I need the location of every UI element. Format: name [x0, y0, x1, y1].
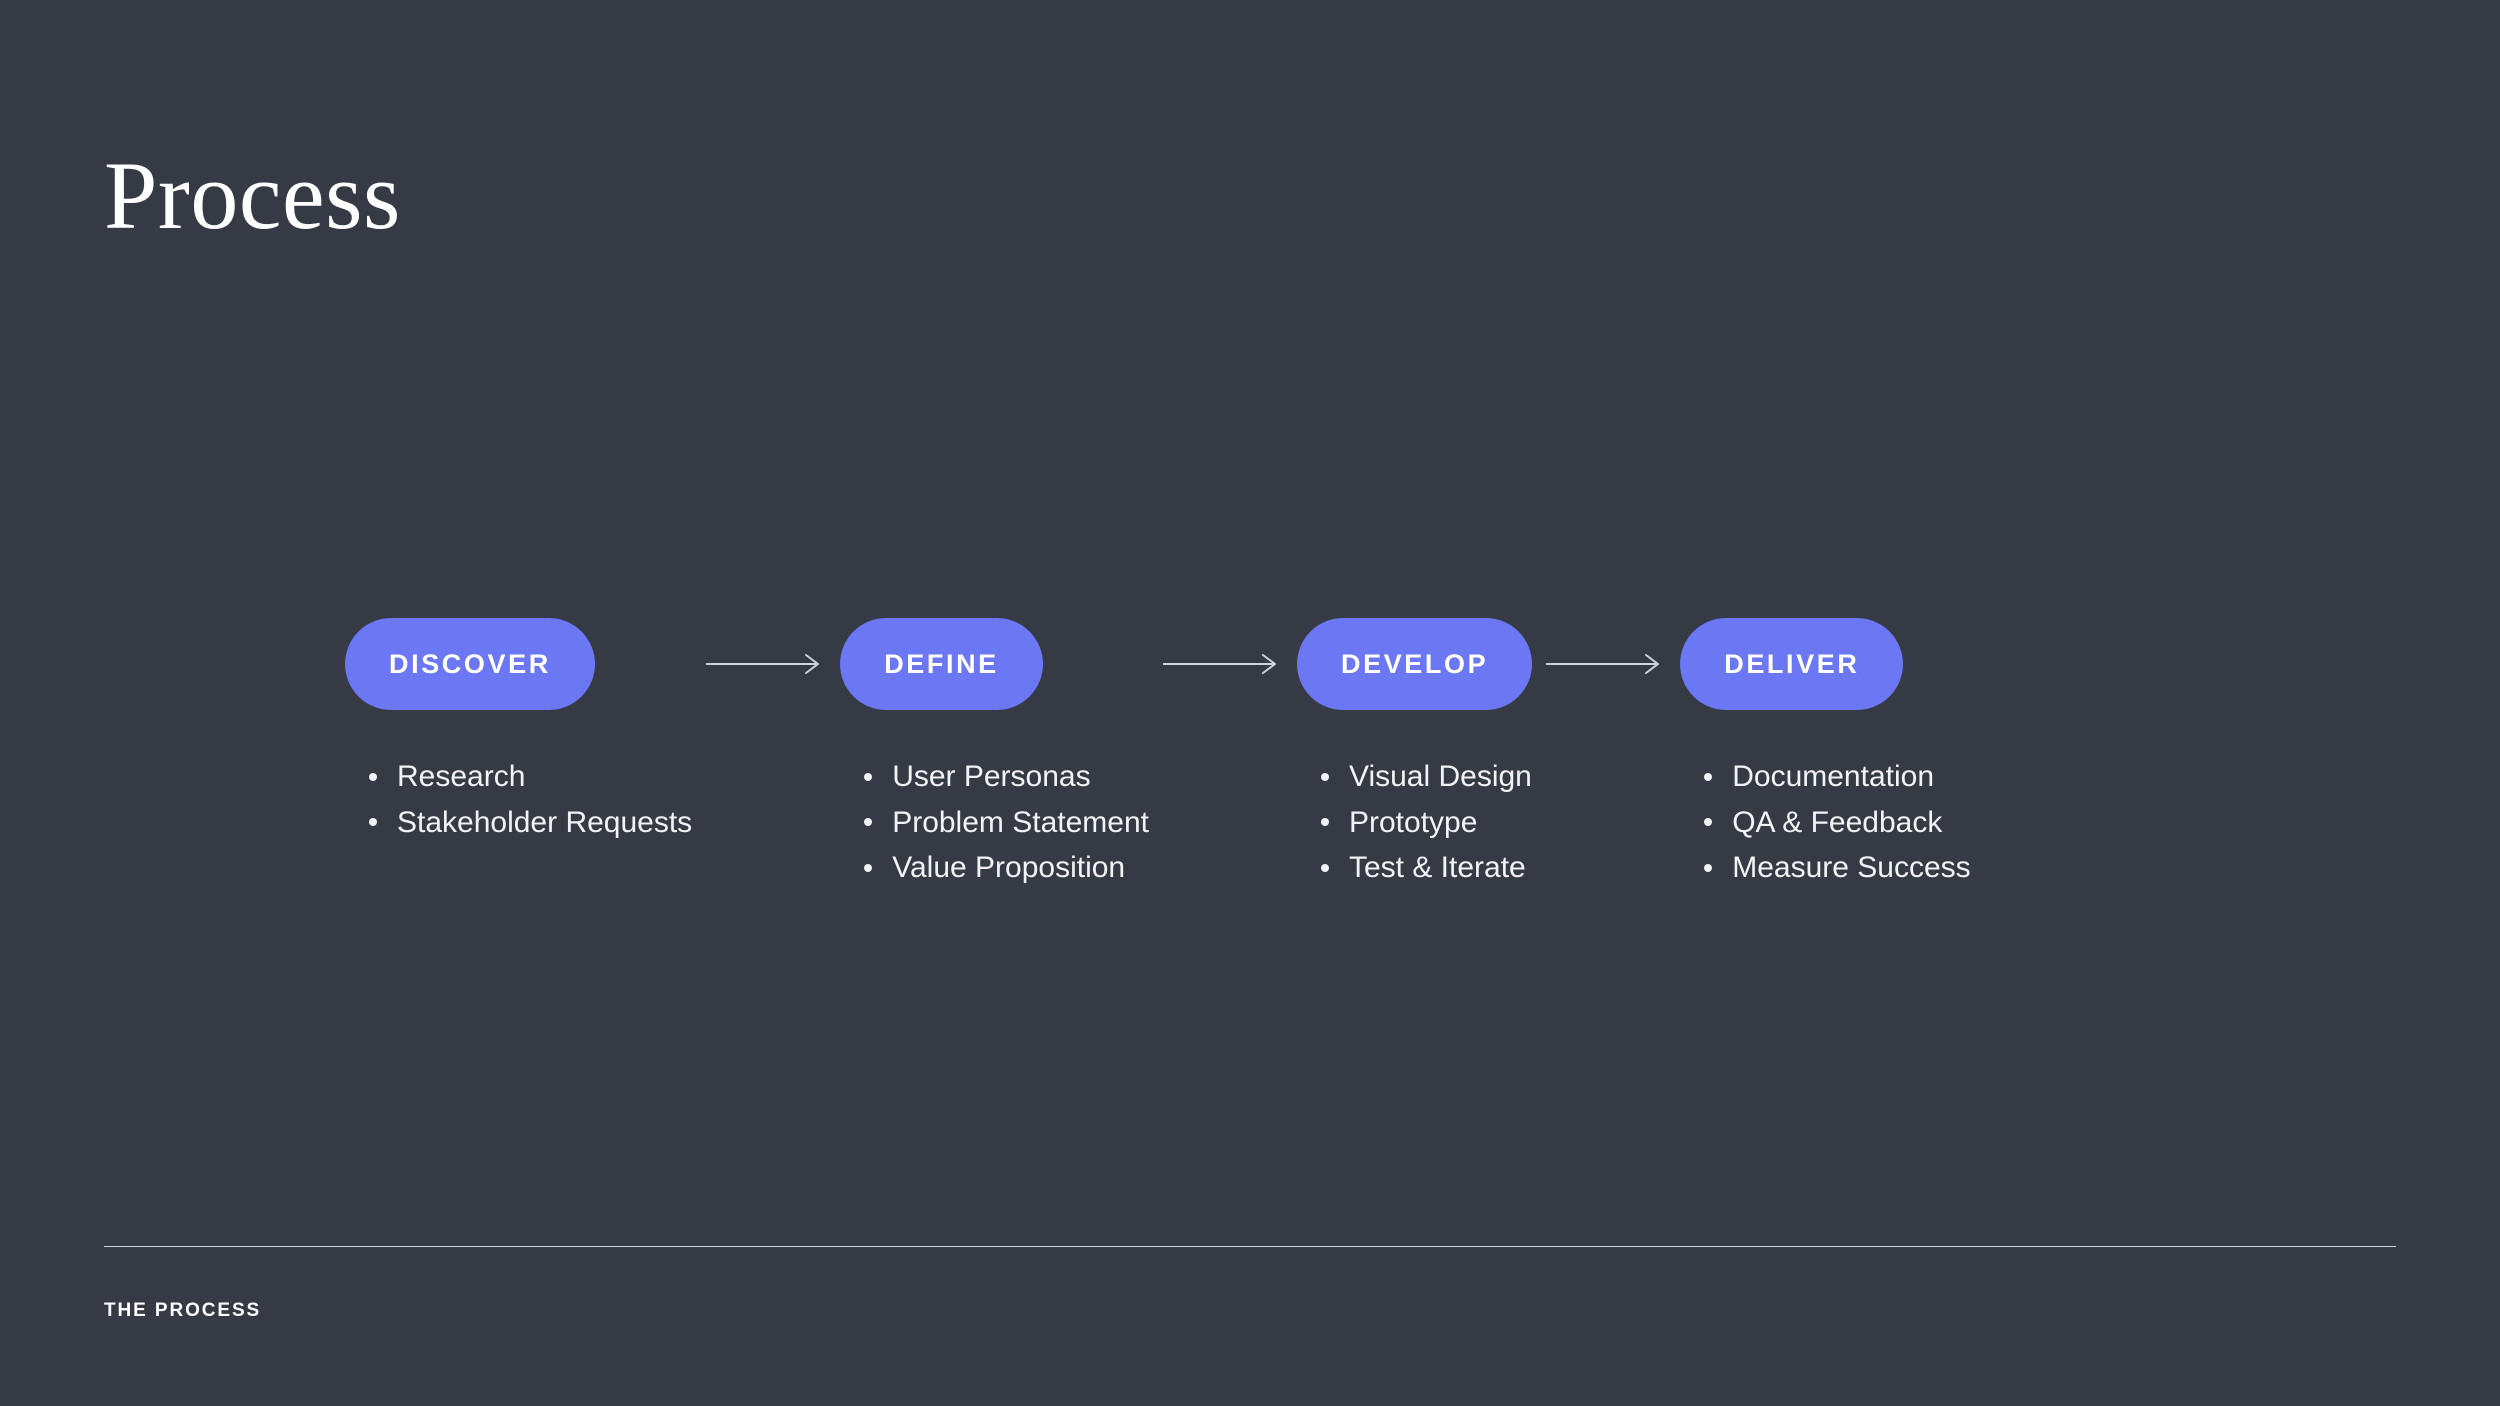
arrow-right-icon: [1149, 618, 1297, 710]
list-item-label: Measure Success: [1732, 851, 1971, 885]
bullet-icon: [1320, 772, 1329, 781]
list-item-label: QA & Feedback: [1732, 805, 1943, 839]
list-item-label: Documentation: [1732, 760, 1935, 793]
list-item-label: Value Proposition: [892, 851, 1126, 885]
list-item: Visual Design: [1319, 754, 1532, 800]
stage-pill-define[interactable]: DEFINE: [840, 618, 1043, 710]
list-item: Measure Success: [1702, 845, 1971, 891]
bullet-icon: [864, 818, 873, 827]
arrow-right-icon: [1532, 618, 1680, 710]
list-item: QA & Feedback: [1702, 800, 1970, 846]
list-item-label: Test & Iterate: [1348, 851, 1526, 885]
list-item-label: Prototype: [1348, 805, 1478, 839]
stage-pill-label: DEFINE: [884, 648, 999, 679]
list-item: Research: [367, 754, 692, 800]
bullet-icon: [1704, 864, 1713, 873]
list-item: Prototype: [1319, 800, 1532, 846]
bullet-icon: [864, 772, 873, 781]
bullet-icon: [864, 864, 873, 873]
page-title: Process: [104, 142, 401, 250]
footer-label: THE PROCESS: [104, 1300, 262, 1321]
bullet-icon: [369, 772, 377, 781]
bullet-icon: [1320, 864, 1329, 873]
list-item: Test & Iterate: [1319, 845, 1532, 891]
list-item-label: User Personas: [892, 760, 1091, 793]
list-item-label: Problem Statement: [892, 805, 1149, 839]
stage-pill-label: DISCOVER: [389, 648, 551, 679]
bullet-icon: [1320, 818, 1329, 827]
arrow-right-icon: [692, 618, 840, 710]
stage-pill-deliver[interactable]: DELIVER: [1680, 618, 1904, 710]
list-item: Documentation: [1702, 754, 1970, 800]
bullet-icon: [1704, 818, 1713, 827]
list-item: Value Proposition: [862, 845, 1149, 891]
list-item: Problem Statement: [862, 800, 1149, 846]
stage-pill-discover[interactable]: DISCOVER: [345, 618, 595, 710]
list-item-label: Research: [397, 760, 526, 793]
footer-divider: [104, 1246, 2396, 1247]
list-item: Stakeholder Requests: [367, 800, 692, 846]
bullet-icon: [1704, 772, 1713, 781]
list-item-label: Visual Design: [1348, 760, 1532, 793]
list-item: User Personas: [862, 754, 1149, 800]
stage-pill-label: DELIVER: [1724, 648, 1860, 679]
bullet-icon: [369, 818, 377, 827]
stage-pill-develop[interactable]: DEVELOP: [1296, 618, 1533, 710]
stage-pill-label: DEVELOP: [1340, 648, 1489, 679]
list-item-label: Stakeholder Requests: [397, 805, 693, 839]
